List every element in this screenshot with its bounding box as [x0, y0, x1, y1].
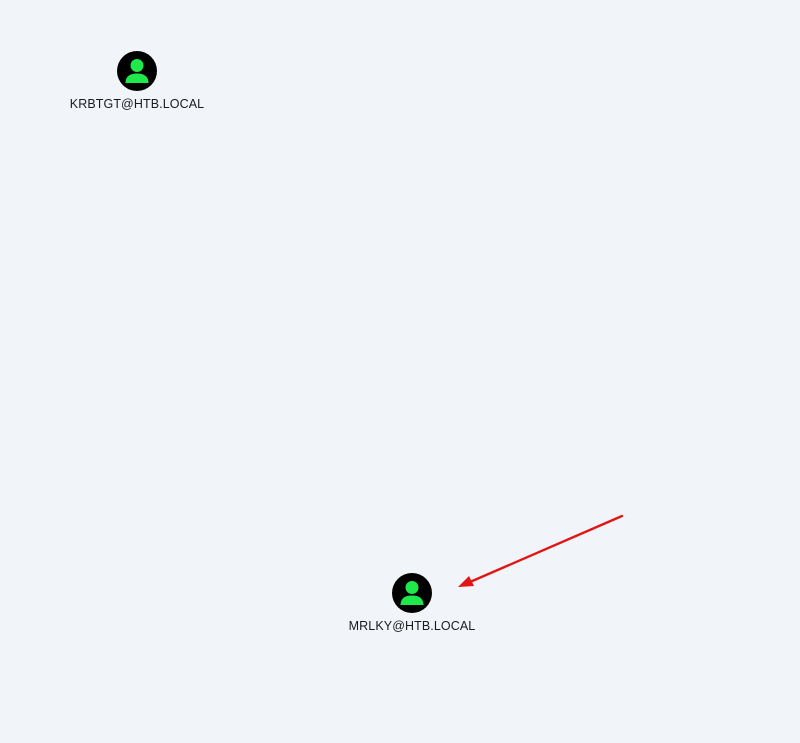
graph-node-krbtgt[interactable]: KRBTGT@HTB.LOCAL	[47, 51, 227, 111]
user-icon	[392, 573, 432, 613]
node-label: MRLKY@HTB.LOCAL	[348, 619, 476, 633]
node-label: KRBTGT@HTB.LOCAL	[69, 97, 205, 111]
user-icon	[117, 51, 157, 91]
graph-node-mrlky[interactable]: MRLKY@HTB.LOCAL	[322, 573, 502, 633]
